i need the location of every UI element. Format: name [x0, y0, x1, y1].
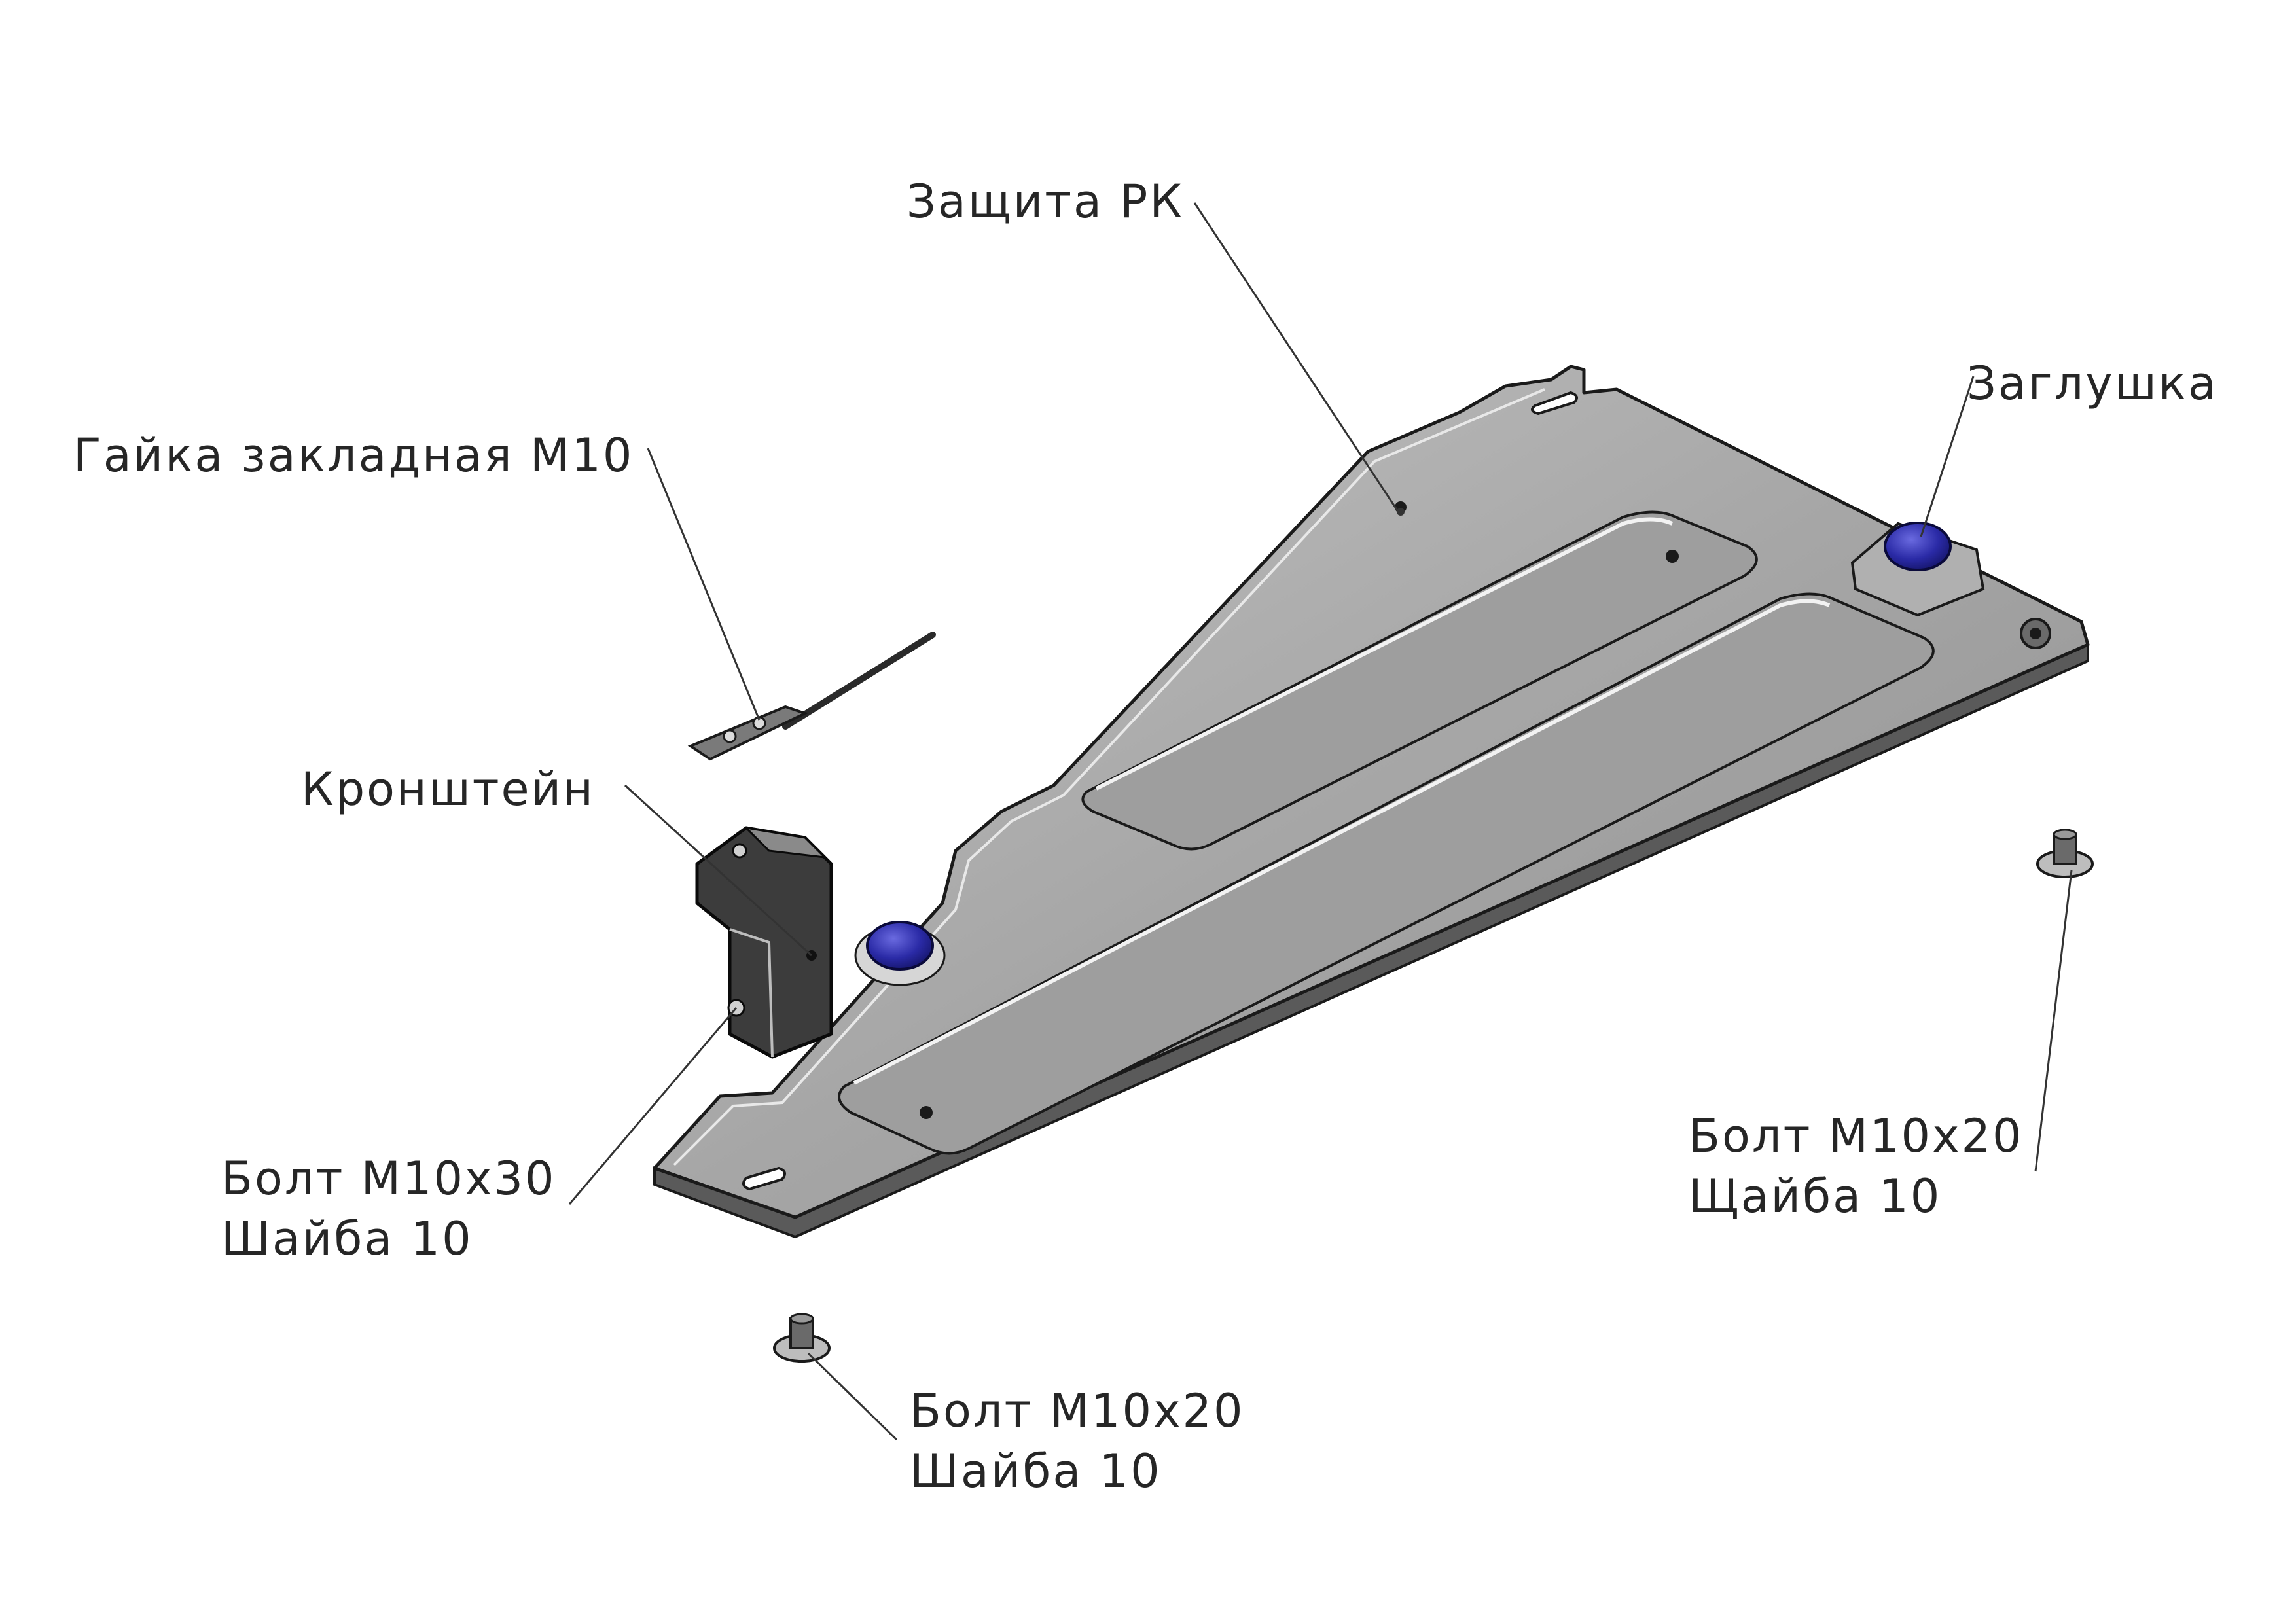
label-washer-bottom: Шайба 10 — [910, 1444, 1162, 1498]
label-bracket: Кронштейн — [301, 762, 595, 816]
leader-embedded-nut — [647, 448, 761, 721]
label-bolt-m10x20-bottom: Болт М10х20 — [910, 1384, 1245, 1438]
plug-right — [1850, 522, 1985, 617]
skid-plate — [653, 365, 2090, 1239]
embedded-nut-part — [687, 632, 936, 761]
leader-bolt-bottom — [807, 1352, 898, 1441]
label-skid-plate: Защита РК — [906, 175, 1185, 228]
label-plug: Заглушка — [1967, 357, 2218, 410]
bracket-part — [695, 826, 833, 1059]
label-bolt-m10x20-right: Болт М10х20 — [1689, 1109, 2024, 1163]
leader-bracket — [624, 784, 813, 957]
plug-left — [854, 921, 946, 986]
bolt-right — [2036, 829, 2094, 878]
leader-bolt-right — [2034, 870, 2073, 1172]
leader-plug — [1920, 376, 1975, 537]
label-washer-right: Щайба 10 — [1689, 1169, 1942, 1223]
label-washer-left: Шайба 10 — [221, 1212, 473, 1266]
leader-lines — [568, 202, 2073, 1441]
label-bolt-m10x30: Болт М10х30 — [221, 1152, 556, 1205]
label-embedded-nut: Гайка закладная М10 — [73, 429, 634, 482]
bolt-bottom — [773, 1313, 831, 1363]
leader-skid-plate — [1193, 202, 1399, 511]
leader-bolt-left — [568, 1007, 738, 1205]
